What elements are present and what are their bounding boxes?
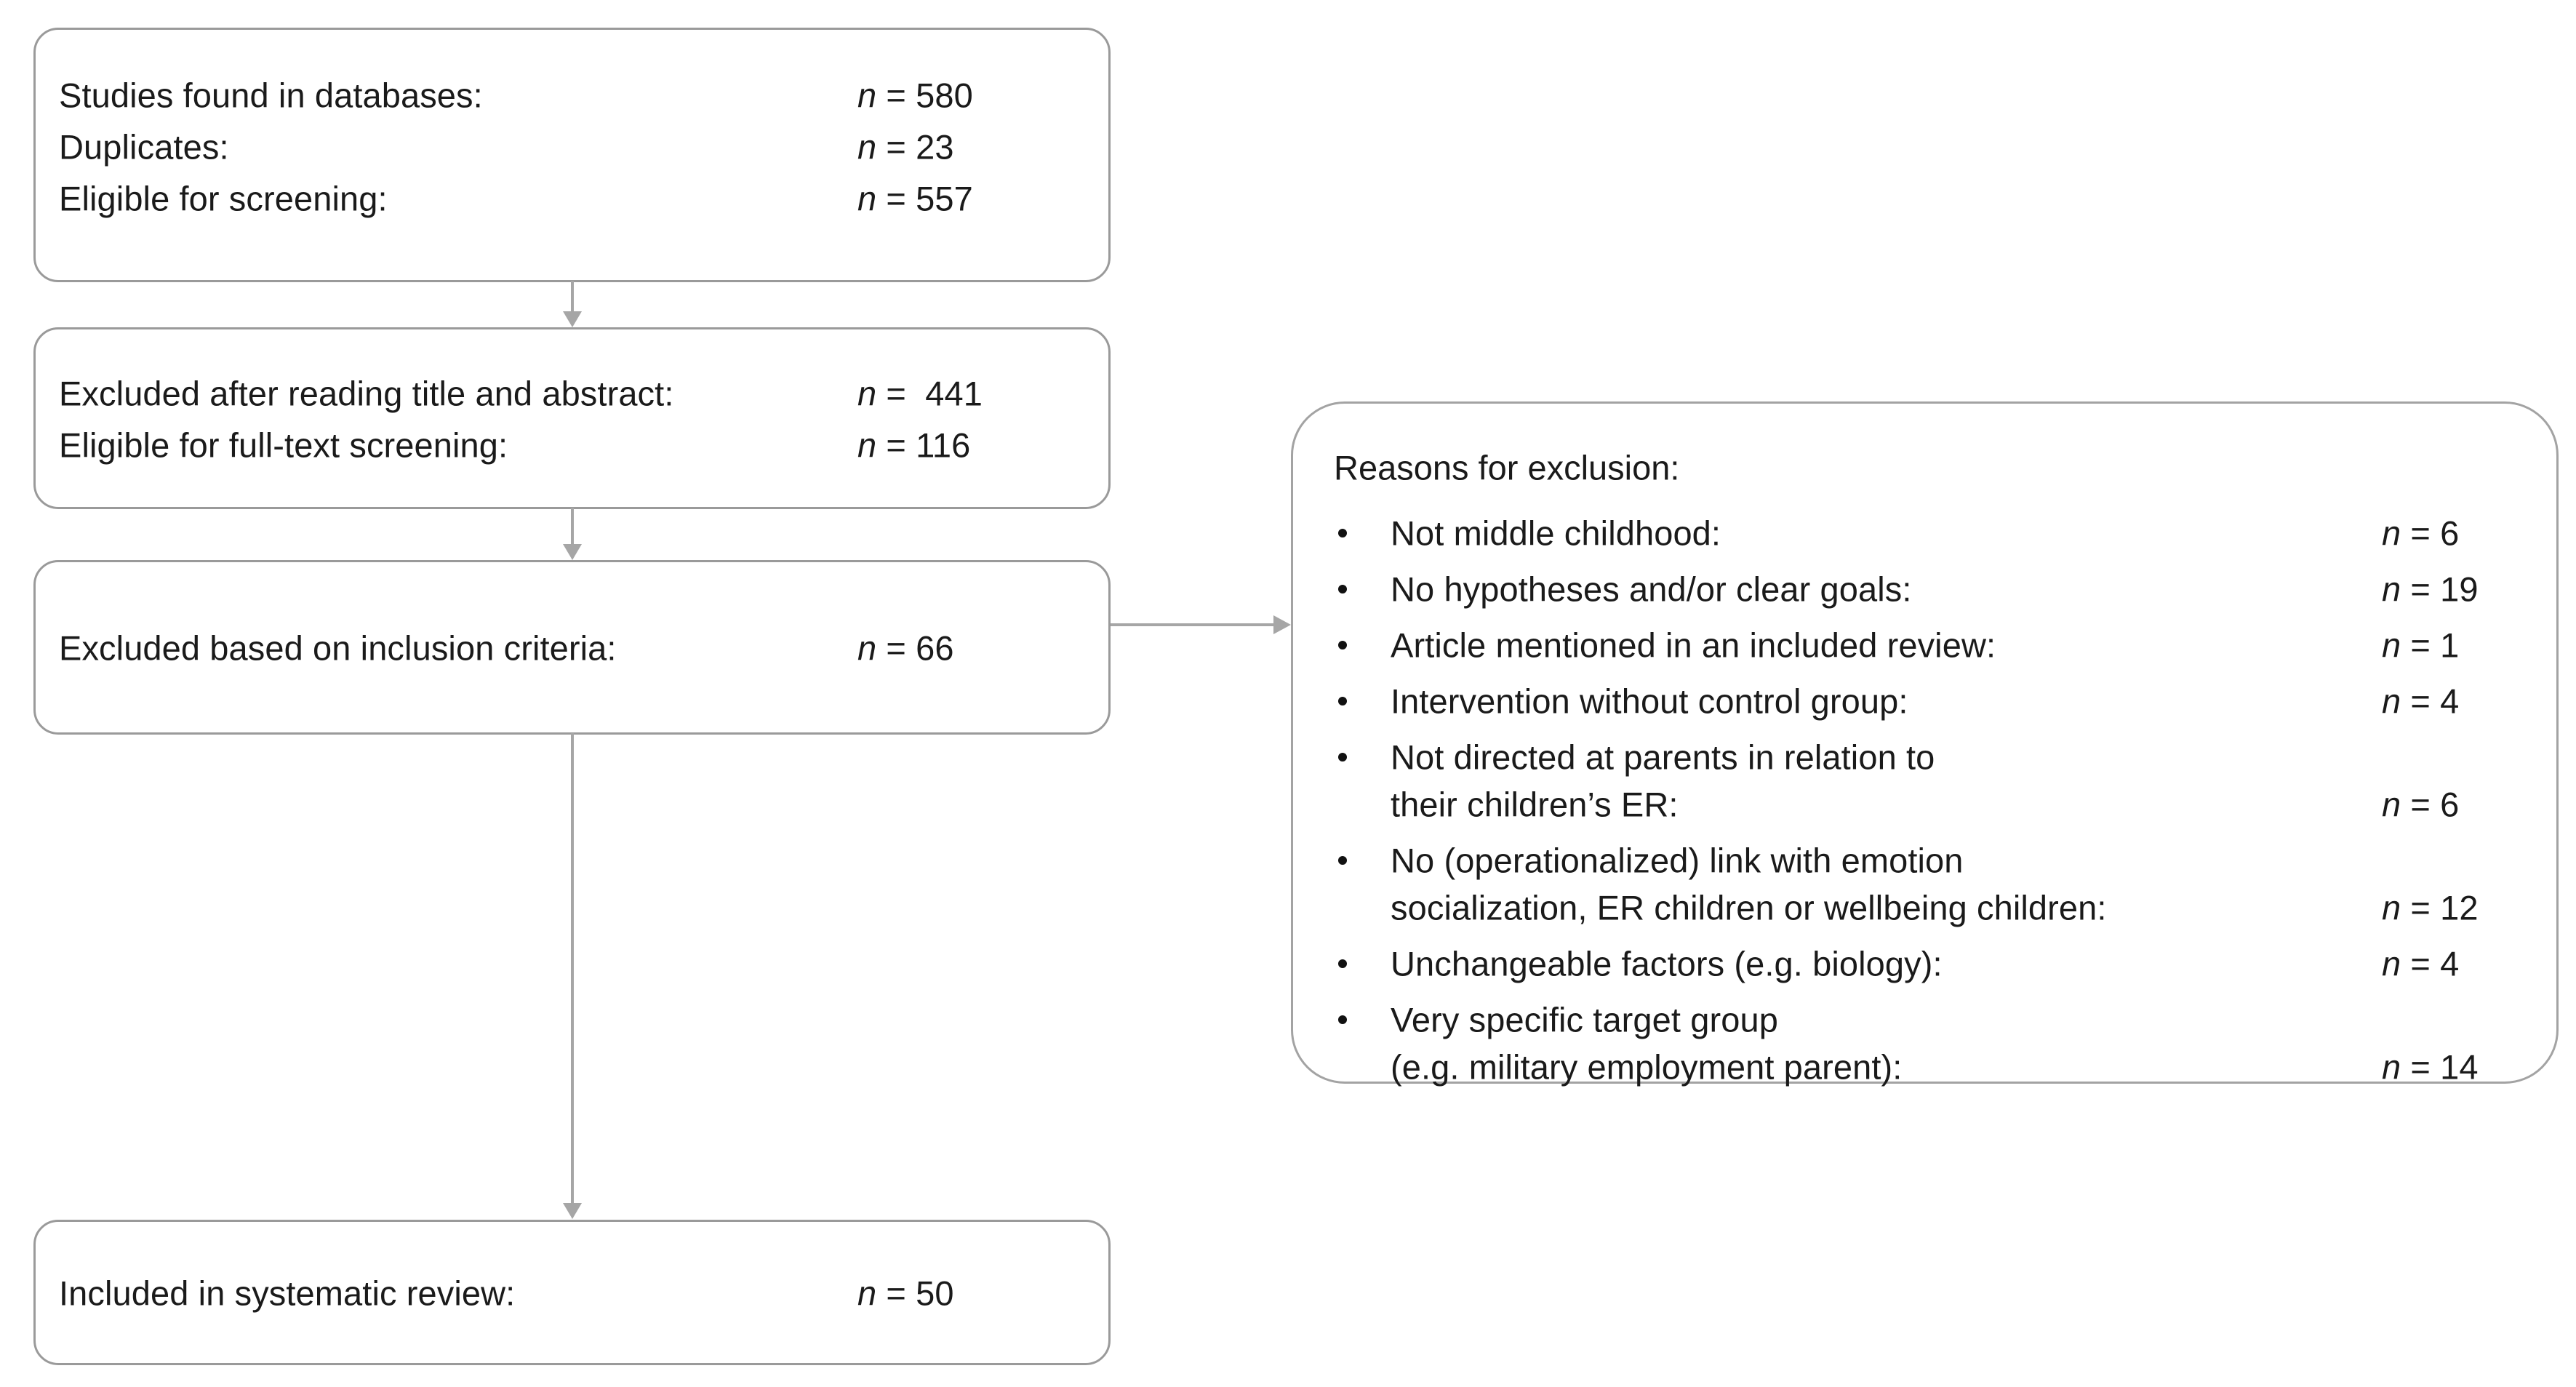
list-item-label: Very specific target group	[1391, 1000, 1778, 1039]
bullet-icon	[1338, 697, 1347, 706]
bullet-icon	[1338, 529, 1347, 537]
list-item-value: n = 12	[2382, 890, 2479, 925]
n-value-text: = 6	[2401, 513, 2460, 553]
list-item-label: Article mentioned in an included review:	[1391, 625, 1996, 665]
box-screening: Excluded after reading title and abstrac…	[33, 327, 1111, 509]
n-value-text: = 23	[876, 127, 954, 167]
connector-eligibility-to-included	[563, 733, 582, 1219]
row-value: n = 116	[857, 427, 970, 463]
n-value-text: = 580	[876, 76, 973, 115]
row-value: n = 580	[857, 77, 973, 113]
n-symbol: n	[857, 374, 877, 413]
row-value: n = 441	[857, 375, 983, 411]
list-item-label-line2: their children’s ER:	[1391, 785, 1679, 824]
bullet-icon	[1338, 585, 1347, 593]
n-value-text: = 116	[876, 425, 971, 465]
list-item-value: n = 6	[2382, 515, 2459, 551]
list-item-value: n = 1	[2382, 627, 2459, 663]
list-item-label: Not directed at parents in relation to	[1391, 738, 1935, 777]
row-value: n = 66	[857, 630, 954, 665]
row-label: Eligible for full-text screening:	[59, 425, 508, 465]
list-item-value: n = 14	[2382, 1049, 2479, 1084]
n-symbol: n	[2382, 681, 2401, 721]
n-symbol: n	[857, 1274, 877, 1313]
row-label: Included in systematic review:	[59, 1274, 516, 1313]
n-symbol: n	[2382, 944, 2401, 983]
n-symbol: n	[857, 179, 877, 218]
list-item-value: n = 4	[2382, 683, 2459, 719]
row-label: Studies found in databases:	[59, 76, 483, 115]
row-label: Excluded after reading title and abstrac…	[59, 374, 674, 413]
n-value-text: = 4	[2401, 944, 2460, 983]
n-symbol: n	[2382, 569, 2401, 609]
n-symbol: n	[2382, 1047, 2401, 1087]
n-value-text: = 12	[2401, 888, 2479, 927]
n-value-text: = 441	[876, 374, 983, 413]
n-value-text: = 19	[2401, 569, 2479, 609]
n-symbol: n	[2382, 785, 2401, 824]
list-item-label: Not middle childhood:	[1391, 513, 1721, 553]
arrowhead-down-icon	[563, 311, 582, 327]
row-label: Excluded based on inclusion criteria:	[59, 628, 617, 668]
n-value-text: = 4	[2401, 681, 2460, 721]
n-symbol: n	[2382, 625, 2401, 665]
n-symbol: n	[857, 127, 877, 167]
n-value-text: = 50	[876, 1274, 954, 1313]
row-value: n = 557	[857, 180, 973, 216]
reasons-heading: Reasons for exclusion:	[1334, 448, 1680, 487]
n-symbol: n	[857, 628, 877, 668]
box-identification: Studies found in databases: n = 580 Dupl…	[33, 28, 1111, 282]
bullet-icon	[1338, 753, 1347, 762]
list-item-label: Unchangeable factors (e.g. biology):	[1391, 944, 1943, 983]
n-value-text: = 66	[876, 628, 954, 668]
list-item-value: n = 19	[2382, 571, 2479, 607]
list-item-label-line2: (e.g. military employment parent):	[1391, 1047, 1903, 1087]
box-reasons-for-exclusion: Reasons for exclusion: Not middle childh…	[1291, 401, 2559, 1087]
row-label: Eligible for screening:	[59, 179, 388, 218]
bullet-icon	[1338, 1015, 1347, 1024]
box-eligibility: Excluded based on inclusion criteria: n …	[33, 560, 1111, 735]
box-included: Included in systematic review: n = 50	[33, 1220, 1111, 1365]
arrowhead-down-icon	[563, 544, 582, 560]
n-value-text: = 1	[2401, 625, 2460, 665]
connector-screening-to-eligibility	[563, 508, 582, 560]
list-item-label: No (operationalized) link with emotion	[1391, 841, 1964, 880]
list-item-label: No hypotheses and/or clear goals:	[1391, 569, 1912, 609]
bullet-icon	[1338, 856, 1347, 865]
bullet-icon	[1338, 641, 1347, 649]
n-symbol: n	[2382, 513, 2401, 553]
row-label: Duplicates:	[59, 127, 229, 167]
arrowhead-right-icon	[1273, 615, 1291, 634]
connector-eligibility-to-reasons	[1111, 615, 1291, 634]
row-value: n = 23	[857, 129, 954, 164]
n-value-text: = 557	[876, 179, 973, 218]
n-value-text: = 6	[2401, 785, 2460, 824]
list-item-label-line2: socialization, ER children or wellbeing …	[1391, 888, 2107, 927]
row-value: n = 50	[857, 1275, 954, 1311]
bullet-icon	[1338, 959, 1347, 968]
n-symbol: n	[857, 425, 877, 465]
connector-identification-to-screening	[563, 281, 582, 327]
arrowhead-down-icon	[563, 1203, 582, 1219]
list-item-value: n = 6	[2382, 786, 2459, 822]
list-item-label: Intervention without control group:	[1391, 681, 1908, 721]
n-symbol: n	[2382, 888, 2401, 927]
n-value-text: = 14	[2401, 1047, 2479, 1087]
n-symbol: n	[857, 76, 877, 115]
list-item-value: n = 4	[2382, 946, 2459, 981]
